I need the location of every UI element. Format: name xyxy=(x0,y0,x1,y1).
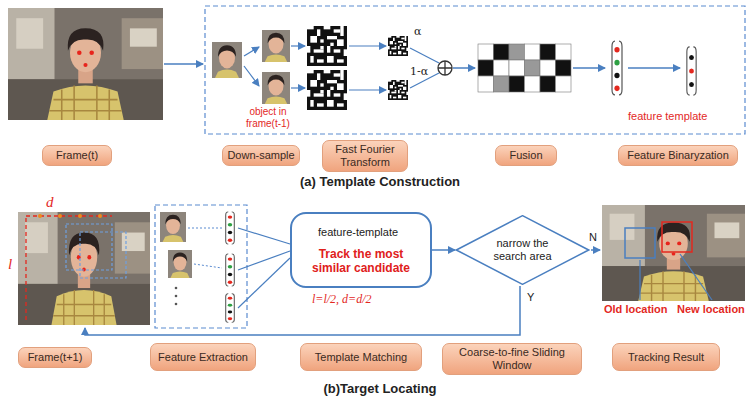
node-text: Fusion xyxy=(509,149,542,162)
label-text: N xyxy=(589,231,597,244)
decision-diamond: narrow the search area xyxy=(455,215,590,285)
label-text: New location xyxy=(677,303,745,316)
label-text: l=l/2, d=d/2 xyxy=(312,293,372,307)
node-text: Feature Binaryzation xyxy=(627,149,729,162)
step-label: Coarse-to-fine Sliding Window xyxy=(442,343,582,375)
label-text: d xyxy=(46,194,54,211)
step-label: Template Matching xyxy=(300,343,422,371)
connector-arrow xyxy=(432,249,455,251)
node-text: feature-template xyxy=(298,225,398,239)
node-text: Frame(t+1) xyxy=(28,351,83,364)
label-text: α xyxy=(414,26,421,39)
label-text: object in frame(t-1) xyxy=(232,106,304,129)
label-text: Y xyxy=(527,291,534,304)
step-label: Fast Fourier Transform xyxy=(322,140,408,172)
step-label: Down-sample xyxy=(222,145,300,166)
node-text: Template Matching xyxy=(315,351,407,364)
step-label: Fusion xyxy=(495,145,557,166)
node-text: narrow the search area xyxy=(485,237,560,263)
label-text: (b)Target Locating xyxy=(190,382,570,397)
template-box: feature-templateTrack the most similar c… xyxy=(290,212,432,288)
step-label: Tracking Result xyxy=(612,343,720,371)
node-text: Tracking Result xyxy=(628,351,704,364)
step-label: Feature Extraction xyxy=(150,343,256,371)
node-text: Frame(t) xyxy=(56,149,98,162)
step-label: Frame(t+1) xyxy=(18,347,92,368)
node-text: Track the most similar candidate xyxy=(298,247,424,275)
node-text: Feature Extraction xyxy=(158,351,248,364)
label-text: (a) Template Construction xyxy=(190,175,570,190)
label-text: 1-α xyxy=(410,66,428,79)
label-text: feature template xyxy=(628,110,708,123)
step-label: Feature Binaryzation xyxy=(618,145,738,166)
step-label: Frame(t) xyxy=(42,145,112,166)
node-text: Fast Fourier Transform xyxy=(327,143,403,169)
node-text: Down-sample xyxy=(227,149,294,162)
label-text: Old location xyxy=(604,303,668,316)
label-text: l xyxy=(8,256,12,273)
node-text: Coarse-to-fine Sliding Window xyxy=(447,346,577,372)
